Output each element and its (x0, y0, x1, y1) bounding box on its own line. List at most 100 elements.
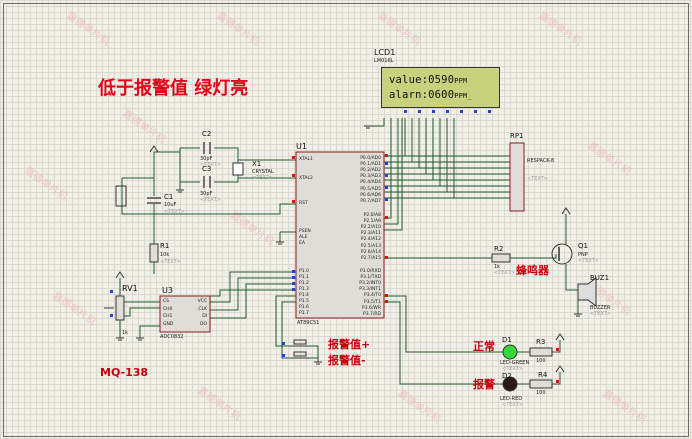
d2-ref: D2 (502, 372, 512, 380)
mcu-right-pin-label: P0.7/AD7 (360, 198, 381, 204)
buzzer-value: BUZZER (590, 305, 611, 311)
adc-left-pin-label: CS (163, 299, 169, 304)
alarm-minus-button-symbol (290, 351, 310, 359)
c1-ref: C1 (164, 193, 174, 201)
mcu-left-pin-label: XTAL1 (299, 157, 313, 162)
sensor-label: MQ-138 (100, 366, 149, 379)
c3-value: 30pF (200, 191, 213, 197)
mcu-left-pin-label: P1.2 (299, 281, 309, 286)
lcd-line-2-text: alarn:0600 (389, 89, 455, 101)
text-placeholder: <TEXT> (252, 175, 273, 181)
ground-symbols (116, 125, 582, 365)
mcu-left-pin-label: P1.1 (299, 275, 309, 280)
buzzer-label: 蜂鸣器 (516, 264, 549, 277)
mcu-left-pin-label: P1.7 (299, 311, 309, 316)
mcu-ref: U1 (296, 142, 307, 151)
alarm-minus-label[interactable]: 报警值- (328, 354, 366, 367)
alarm-plus-button-symbol (290, 339, 310, 347)
transistor-q1 (551, 243, 573, 265)
lcd-line-1: value:0590PPM (389, 74, 467, 86)
reset-button[interactable] (115, 185, 127, 207)
pin-markers-blue (110, 110, 491, 357)
x1-value: CRYSTAL (252, 169, 274, 175)
rv1-ref: RV1 (122, 284, 138, 293)
c2-ref: C2 (202, 130, 212, 138)
d2-value: LED-RED (500, 396, 523, 402)
lcd-line-1-text: value:0590 (389, 74, 455, 86)
mcu-right-pin-label: P3.5/T1 (364, 299, 381, 305)
mcu-left-pin-label: ALE (299, 235, 308, 240)
alarm-label: 报警 (473, 378, 495, 391)
mcu-right-pin-label: P2.5/A13 (360, 243, 381, 249)
adc-right-pin-label: VCC (197, 299, 207, 304)
lcd-line-1-unit: PPM (454, 77, 468, 85)
mcu-right-pin-label: P3.2/INT0 (359, 281, 381, 287)
text-placeholder: <TEXT> (590, 311, 611, 317)
capacitor-c3 (203, 176, 211, 188)
adc-model: ADC0832 (160, 334, 184, 340)
text-placeholder: <TEXT> (502, 366, 523, 372)
mcu-right-pin-label: P0.6/AD6 (360, 192, 381, 198)
adc-ref: U3 (162, 286, 173, 295)
mcu-right-pin-label: P0.0/AD0 (360, 156, 381, 161)
adc-left-pin-label: CH0 (163, 306, 173, 312)
text-placeholder: <TEXT> (164, 209, 185, 215)
d1-value: LED-GREEN (500, 360, 530, 366)
text-placeholder: <TEXT> (200, 162, 221, 168)
resistor-r1 (149, 243, 159, 263)
mcu-left-pin-label: P1.4 (299, 293, 309, 298)
adc-right-pin-label: CLK (198, 306, 207, 312)
pin-markers-red (292, 154, 559, 383)
mcu-right-pin-label: P0.3/AD3 (360, 174, 381, 180)
buzzer-symbol (577, 277, 597, 307)
resistor-r3 (529, 347, 553, 357)
lcd-line-2-unit: PPM_ (454, 92, 472, 100)
alarm-plus-label[interactable]: 报警值+ (328, 338, 371, 351)
mcu-left-pin-label: P1.3 (299, 287, 309, 292)
lcd-display: value:0590PPM alarn:0600PPM_ (381, 67, 500, 108)
mcu-model: AT89C51 (297, 320, 320, 326)
mcu-right-pin-label: P2.6/A14 (360, 249, 381, 255)
mcu-left-pin-label: P1.0 (299, 269, 309, 274)
mcu-left-pin-label: P1.6 (299, 305, 309, 310)
c1-value: 10uF (164, 202, 177, 208)
mcu-body (295, 151, 385, 319)
mcu-right-pin-label: P0.4/AD4 (360, 180, 381, 186)
rp1-ref: RP1 (510, 132, 524, 140)
r1-value: 10k (160, 252, 170, 258)
mcu-right-pin-label: P0.1/AD1 (360, 162, 381, 168)
power-symbols (115, 145, 571, 373)
capacitor-c2 (203, 142, 211, 154)
wires (119, 118, 579, 385)
mcu-right-pin-label: P2.2/A10 (360, 225, 381, 231)
mcu-right-pin-label: P2.4/A12 (360, 237, 381, 243)
buzzer-ref: BUZ1 (590, 274, 610, 282)
r1-ref: R1 (160, 242, 170, 250)
mcu-left-pin-label: P1.5 (299, 299, 309, 304)
x1-ref: X1 (252, 160, 262, 168)
mcu-right-pin-label: P3.6/WR (362, 305, 381, 311)
text-placeholder: <TEXT> (502, 402, 523, 408)
mcu-right-pin-label: P0.2/AD2 (360, 168, 381, 174)
text-placeholder: <TEXT> (527, 176, 548, 182)
r4-value: 100 (536, 390, 546, 396)
mcu-right-pin-label: P3.4/T0 (364, 293, 381, 299)
r3-ref: R3 (536, 338, 546, 346)
potentiometer-rv1[interactable] (115, 295, 125, 321)
lcd-ref: LCD1 (374, 48, 396, 57)
r3-value: 100 (536, 358, 546, 364)
lcd-line-2: alarn:0600PPM_ (389, 89, 472, 101)
crystal-x1 (232, 162, 244, 176)
mcu-left-pin-label: PSEN (299, 229, 311, 234)
adc-left-pin-label: CH1 (163, 314, 173, 319)
adc-right-pin-label: DO (199, 321, 207, 327)
lcd-model: LM016L (374, 58, 394, 64)
q1-ref: Q1 (578, 242, 588, 250)
respack-body (509, 142, 525, 212)
capacitor-c1 (147, 197, 161, 204)
d1-ref: D1 (502, 336, 512, 344)
mcu-right-pin-label: P3.1/TXD (360, 275, 381, 281)
mcu-right-pin-label: P2.0/A8 (363, 213, 381, 218)
